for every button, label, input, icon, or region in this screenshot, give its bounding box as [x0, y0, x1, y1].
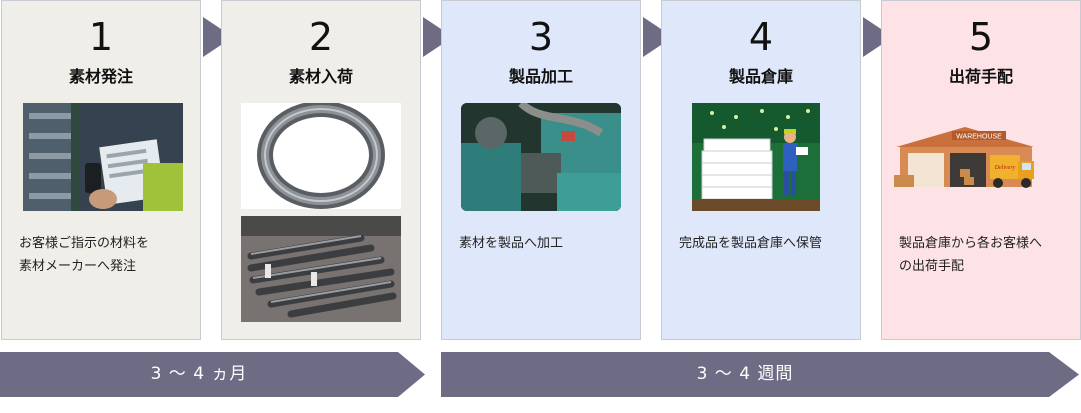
step-1-description-line: お客様ご指示の材料を — [19, 236, 150, 251]
arrow-right-icon — [863, 17, 893, 57]
timeline-bar-weeks — [441, 352, 1079, 397]
warehouse-storage-illustration — [692, 103, 820, 211]
arrow-right-icon — [203, 17, 233, 57]
truck-delivery-text: Delivery — [994, 165, 1016, 171]
step-4-number: 4 — [748, 15, 774, 59]
step-3-title: 製品加工 — [508, 67, 573, 86]
warehouse-truck-illustration: WAREHOUSE Delivery — [892, 127, 1038, 191]
wire-coil-photo — [241, 103, 401, 209]
step-5-number: 5 — [968, 15, 994, 59]
step-1-card: 1 素材発注 お客様ご指示の材料を 素材メーカーへ発注 — [1, 0, 201, 340]
step-5-description-line: 製品倉庫から各お客様へ — [899, 236, 1043, 251]
step-4-description: 完成品を製品倉庫へ保管 — [679, 232, 851, 255]
step-1-description-line: 素材メーカーへ発注 — [19, 259, 137, 274]
step-5-description: 製品倉庫から各お客様へ の出荷手配 — [899, 232, 1071, 278]
step-5-description-line: の出荷手配 — [899, 259, 965, 274]
warehouse-sign-text: WAREHOUSE — [956, 134, 1002, 141]
step-2-number: 2 — [308, 15, 334, 59]
timeline-label-months: 3 〜 4 ヵ月 — [150, 364, 248, 384]
step-3-number: 3 — [528, 15, 554, 59]
step-5-title: 出荷手配 — [948, 67, 1013, 86]
arrow-right-icon — [423, 17, 453, 57]
timeline-label-weeks: 3 〜 4 週間 — [696, 364, 794, 384]
material-order-photo — [23, 103, 183, 211]
step-4-card: 4 製品倉庫 完成品を製 — [661, 0, 861, 340]
step-4-title: 製品倉庫 — [728, 67, 793, 86]
step-4-description-line: 完成品を製品倉庫へ保管 — [679, 236, 823, 251]
step-3-card: 3 製品加工 素材を製品へ加工 — [441, 0, 641, 340]
step-1-title: 素材発注 — [68, 67, 133, 86]
timeline-bar-months — [0, 352, 425, 397]
step-3-description: 素材を製品へ加工 — [459, 232, 631, 255]
step-5-card: 5 出荷手配 WAREHOUSE Delivery 製品倉庫から各お客様へ の出… — [881, 0, 1081, 340]
step-2-title: 素材入荷 — [288, 67, 353, 86]
step-2-card: 2 素材入荷 — [221, 0, 421, 340]
step-3-description-line: 素材を製品へ加工 — [459, 236, 564, 251]
step-1-description: お客様ご指示の材料を 素材メーカーへ発注 — [19, 232, 191, 278]
steel-bars-photo — [241, 216, 401, 322]
arrow-right-icon — [643, 17, 673, 57]
machining-photo — [461, 103, 621, 211]
step-1-number: 1 — [88, 15, 114, 59]
